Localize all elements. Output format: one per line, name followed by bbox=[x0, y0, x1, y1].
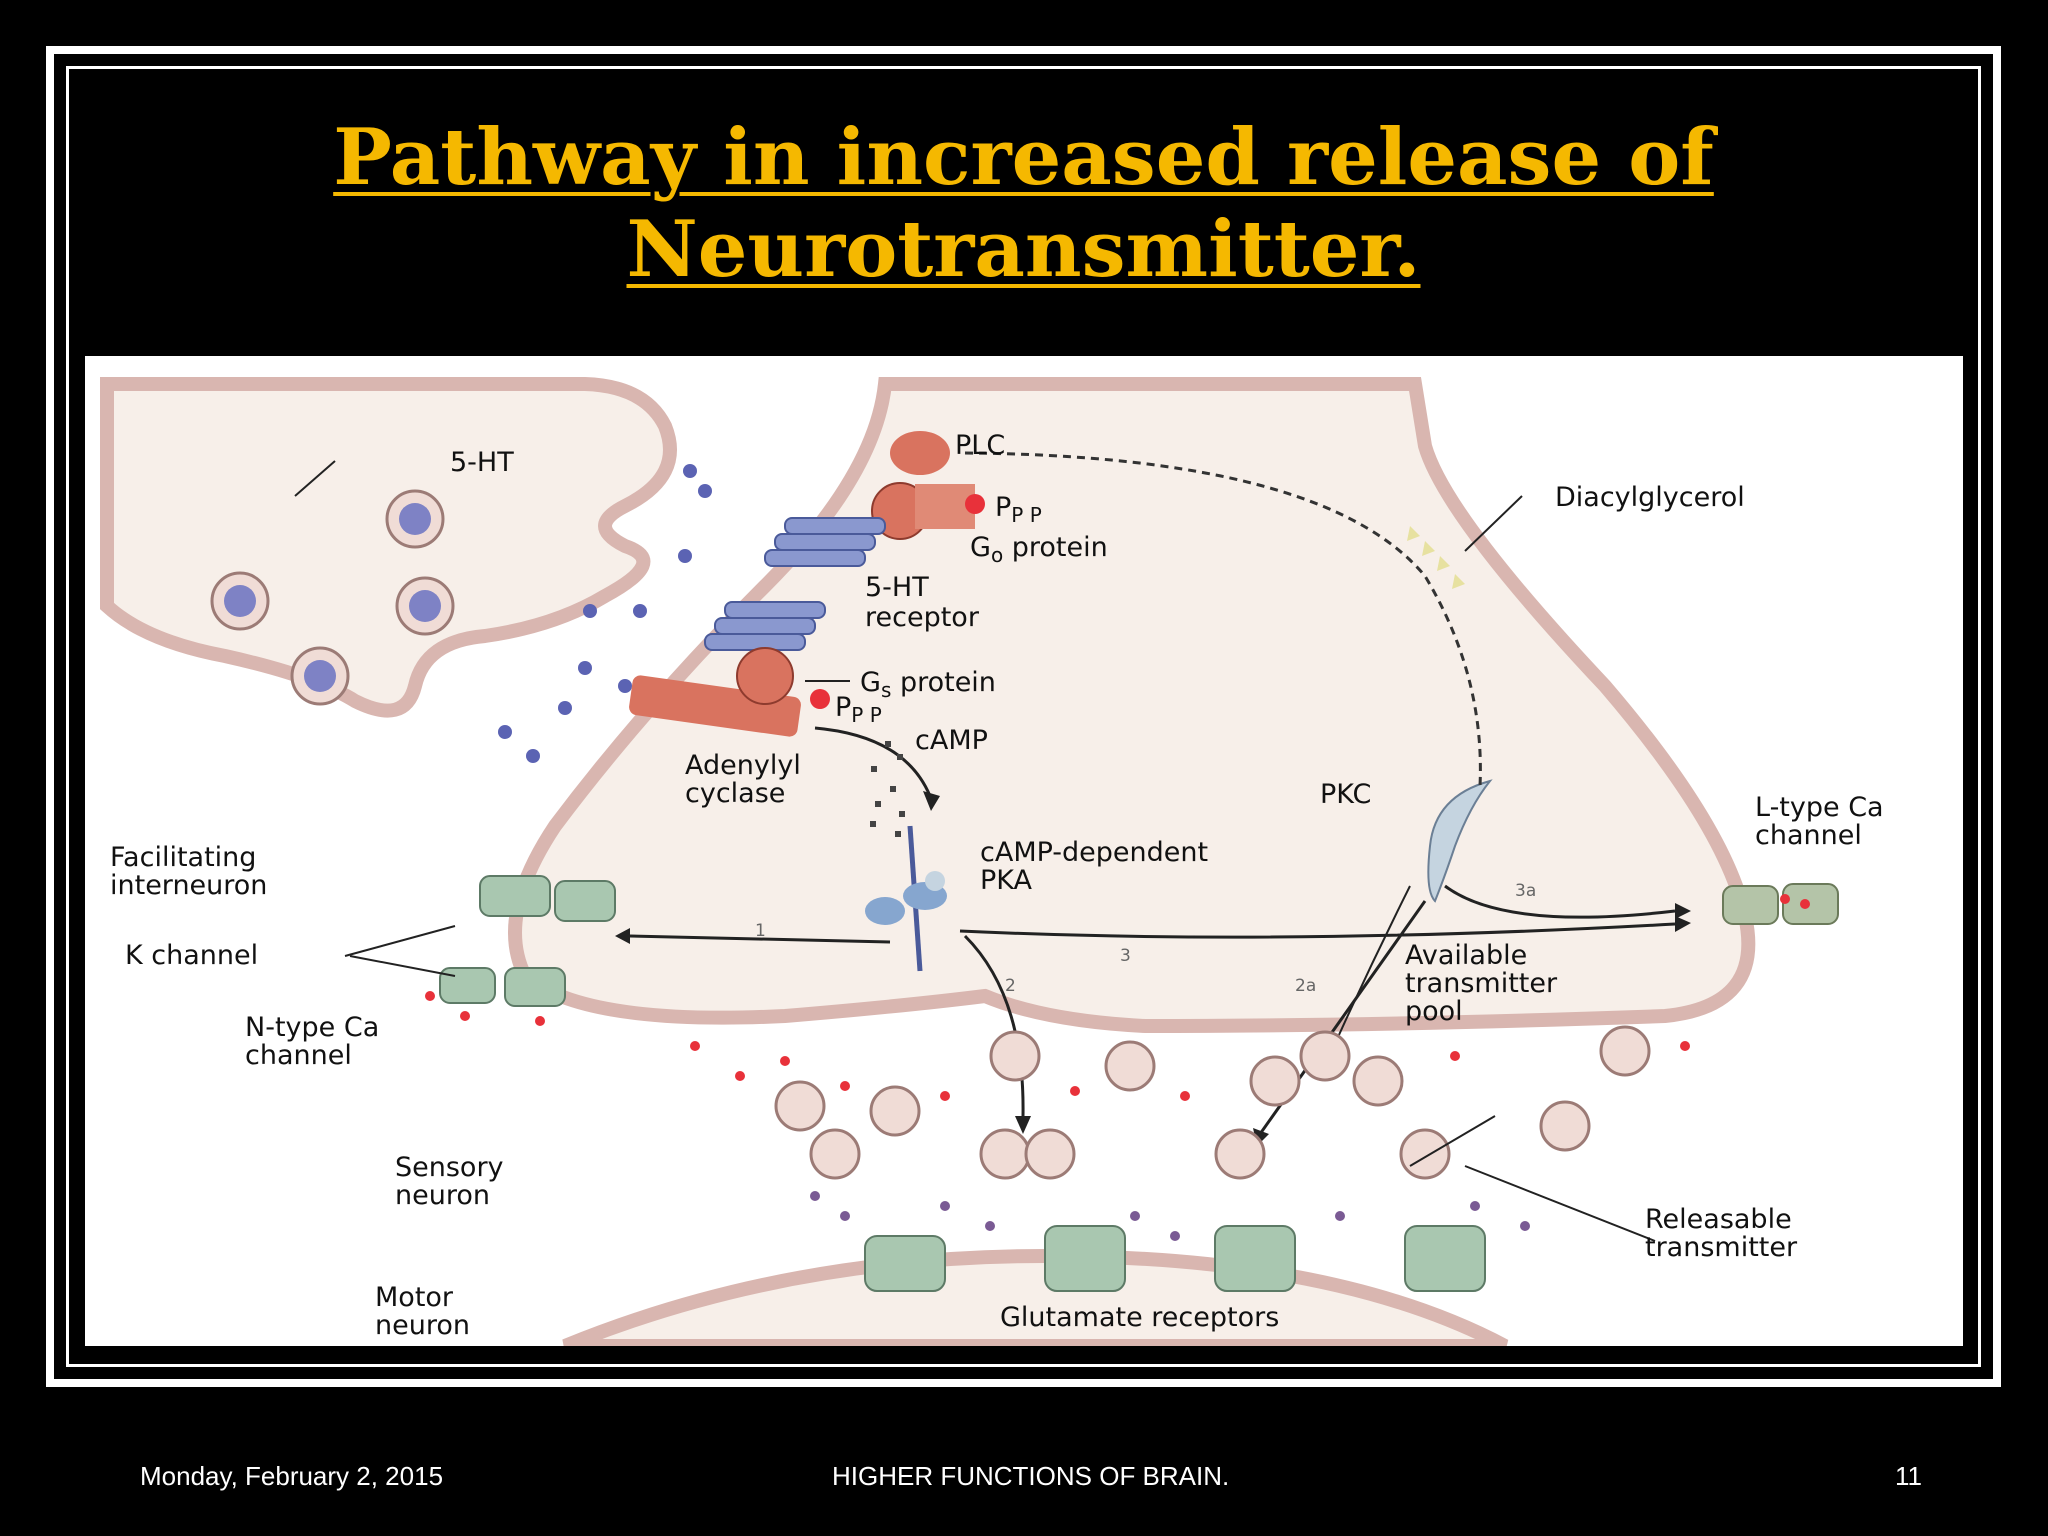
k-channel-leader bbox=[344, 925, 456, 957]
arrow-1 bbox=[629, 934, 891, 944]
label-path-3: 3 bbox=[1120, 946, 1131, 966]
label-gs-protein: Gs protein bbox=[860, 667, 996, 702]
label-sensory-1: Sensory bbox=[395, 1152, 504, 1183]
k-channel bbox=[479, 875, 616, 922]
label-motor-2: neuron bbox=[375, 1310, 470, 1341]
dag-leader bbox=[1464, 495, 1523, 552]
sensory-vesicles bbox=[774, 1025, 1651, 1180]
label-l-type-1: L-type Ca bbox=[1755, 792, 1884, 823]
plc-enzyme bbox=[890, 431, 950, 475]
dag-triangles bbox=[1407, 526, 1465, 589]
arrow-3 bbox=[959, 922, 1676, 939]
title-line-2: Neurotransmitter. bbox=[626, 204, 1421, 295]
label-path-2a: 2a bbox=[1295, 976, 1316, 996]
interneuron-vesicles bbox=[210, 489, 455, 706]
label-plc: PLC bbox=[955, 430, 1005, 461]
label-go-protein: Go protein bbox=[970, 532, 1108, 567]
label-diacylglycerol: Diacylglycerol bbox=[1555, 482, 1745, 513]
camp-arrow bbox=[814, 726, 932, 797]
label-k-channel: K channel bbox=[125, 940, 258, 971]
label-path-2: 2 bbox=[1005, 976, 1016, 996]
slide-inner-frame bbox=[66, 66, 1981, 1367]
label-pkc: PKC bbox=[1320, 779, 1371, 810]
label-camp-pka-2: PKA bbox=[980, 865, 1033, 896]
camp-molecules bbox=[870, 741, 905, 837]
label-glutamate: Glutamate receptors bbox=[1000, 1302, 1279, 1333]
page-number: 11 bbox=[1895, 1461, 1922, 1491]
pkc-enzyme bbox=[1427, 779, 1493, 903]
label-available-3: pool bbox=[1405, 996, 1463, 1027]
gs-protein bbox=[736, 647, 794, 705]
label-adenylyl-2: cyclase bbox=[685, 778, 785, 809]
arrow-3a bbox=[1444, 884, 1676, 919]
title-line-1: Pathway in increased release of bbox=[333, 112, 1714, 203]
label-5ht-receptor-1: 5-HT bbox=[865, 572, 929, 603]
pathway-diagram: 5-HT PLC PP P Go protein 5-HT receptor G… bbox=[85, 356, 1963, 1346]
n-type-channel bbox=[439, 967, 566, 1007]
label-n-type-2: channel bbox=[245, 1040, 352, 1071]
ppp-bottom bbox=[810, 689, 830, 709]
adenylyl-cyclase bbox=[629, 675, 801, 737]
glutamate-molecules bbox=[810, 1191, 1530, 1241]
label-available-1: Available bbox=[1405, 940, 1527, 971]
label-ppp-top: PP P bbox=[995, 492, 1042, 527]
five-ht-receptor bbox=[704, 517, 886, 651]
ppp-top bbox=[965, 494, 985, 514]
label-path-1: 1 bbox=[755, 921, 766, 941]
n-type-leader bbox=[349, 955, 456, 977]
label-path-3a: 3a bbox=[1515, 881, 1536, 901]
label-sensory-2: neuron bbox=[395, 1180, 490, 1211]
l-type-channel bbox=[1722, 883, 1839, 925]
slide-outer-frame bbox=[46, 46, 2001, 1387]
label-adenylyl-1: Adenylyl bbox=[685, 750, 801, 781]
ca-ions bbox=[425, 894, 1810, 1101]
label-facilitating-1: Facilitating bbox=[110, 842, 256, 873]
label-camp: cAMP bbox=[915, 725, 988, 756]
label-releasable-1: Releasable bbox=[1645, 1204, 1792, 1235]
label-available-2: transmitter bbox=[1405, 968, 1558, 999]
label-n-type-1: N-type Ca bbox=[245, 1012, 379, 1043]
label-l-type-2: channel bbox=[1755, 820, 1862, 851]
arrow-2 bbox=[963, 934, 1025, 1117]
label-motor-1: Motor bbox=[375, 1282, 454, 1313]
releasable-leader bbox=[1464, 1165, 1656, 1242]
five-ht-leader bbox=[294, 460, 336, 497]
available-leader bbox=[1409, 1115, 1496, 1167]
footer-title: HIGHER FUNCTIONS OF BRAIN. bbox=[832, 1461, 1230, 1491]
glutamate-receptors bbox=[864, 1225, 1486, 1292]
diagram-canvas: 5-HT PLC PP P Go protein 5-HT receptor G… bbox=[100, 377, 1884, 1346]
label-releasable-2: transmitter bbox=[1645, 1232, 1798, 1263]
label-ppp-bottom: PP P bbox=[835, 692, 882, 727]
dag-path bbox=[964, 451, 1482, 787]
label-camp-pka-1: cAMP-dependent bbox=[980, 837, 1208, 868]
pka-enzyme bbox=[865, 825, 947, 972]
slide-title: Pathway in increased release of Neurotra… bbox=[66, 112, 1981, 296]
label-5ht: 5-HT bbox=[450, 447, 514, 478]
footer-date: Monday, February 2, 2015 bbox=[140, 1461, 444, 1491]
label-facilitating-2: interneuron bbox=[110, 870, 267, 901]
label-5ht-receptor-2: receptor bbox=[865, 602, 980, 633]
serotonin-molecules bbox=[498, 464, 712, 763]
